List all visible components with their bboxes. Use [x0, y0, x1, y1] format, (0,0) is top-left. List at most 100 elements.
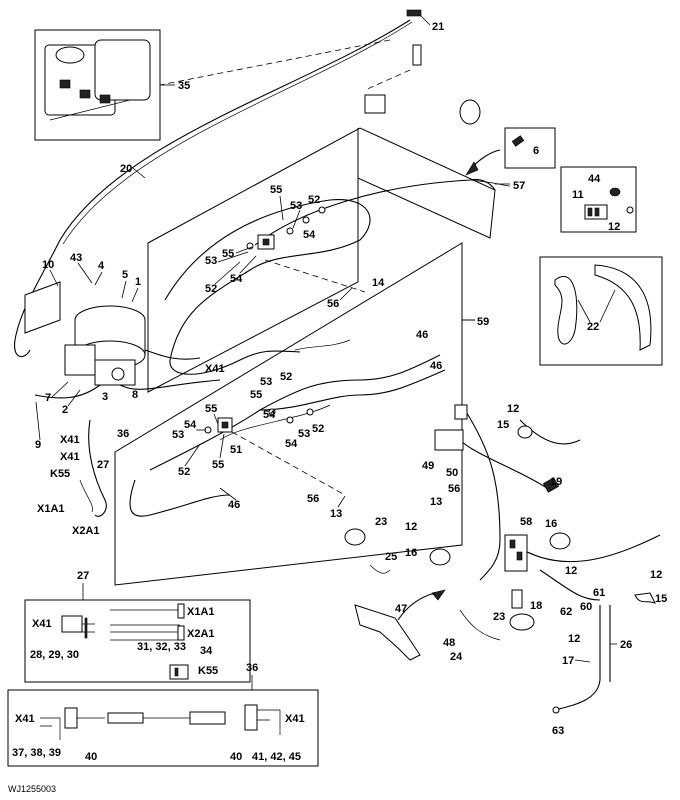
callout-6: 6: [533, 145, 539, 157]
callout-13-right: 13: [430, 496, 442, 508]
detail-36-p40-right: 40: [230, 751, 242, 763]
callout-17: 17: [562, 655, 574, 667]
callout-53-lower-c: 53: [172, 429, 184, 441]
detail-27-parts-left: 28, 29, 30: [30, 649, 79, 661]
callout-62: 62: [560, 606, 572, 618]
callout-12-b: 12: [507, 403, 519, 415]
callout-53-upper-b: 53: [205, 255, 217, 267]
callout-55-lower-c: 55: [212, 459, 224, 471]
detail-36-p40-left: 40: [85, 751, 97, 763]
callout-53-lower-b: 53: [298, 428, 310, 440]
callout-5: 5: [122, 269, 128, 281]
inset-control-unit: [34, 29, 175, 141]
inset-box-44: [560, 166, 637, 233]
callout-26: 26: [620, 639, 632, 651]
callout-58: 58: [520, 516, 532, 528]
callout-21: 21: [432, 21, 444, 33]
callout-9: 9: [35, 439, 41, 451]
callout-20: 20: [120, 163, 132, 175]
callout-54-upper-b: 54: [230, 273, 243, 285]
callout-52-upper-b: 52: [205, 283, 217, 295]
callout-25: 25: [385, 551, 397, 563]
callout-23-a: 23: [375, 516, 387, 528]
callout-4: 4: [98, 260, 105, 272]
callout-13-lower: 13: [330, 508, 342, 520]
callout-K55: K55: [50, 468, 70, 480]
callout-52-lower-a: 52: [280, 371, 292, 383]
callout-43: 43: [70, 252, 82, 264]
callout-54-lower-b: 54: [285, 438, 298, 450]
upper-harness-panel: [147, 127, 496, 393]
detail-27-x41: X41: [32, 618, 52, 630]
callout-18: 18: [530, 600, 542, 612]
detail-27: 27 X41 X1A1 X2A1 28, 29, 30 31, 32, 33 3…: [24, 570, 251, 683]
callout-27: 27: [97, 459, 109, 471]
detail-36: 36 X41 X41 37, 38, 39 40 40 41, 42, 45: [7, 662, 319, 767]
detail-27-number: 27: [77, 570, 89, 582]
callout-11: 11: [572, 189, 584, 201]
inset-box-6: [504, 127, 556, 169]
callout-55-lower-a: 55: [205, 403, 217, 415]
callout-7: 7: [45, 392, 51, 404]
callout-46-c: 46: [228, 499, 240, 511]
callout-12-f: 12: [568, 633, 580, 645]
cable-20: [14, 19, 411, 358]
callout-1: 1: [135, 276, 141, 288]
callout-19: 19: [550, 476, 562, 488]
callout-24: 24: [450, 651, 463, 663]
figure-id: WJ1255003: [8, 784, 56, 794]
callout-55-upper-b: 55: [222, 248, 234, 260]
inset-box-22: [539, 256, 663, 366]
callout-X41-c: X41: [60, 451, 80, 463]
detail-36-parts-right: 41, 42, 45: [252, 751, 301, 763]
callout-X1A1: X1A1: [37, 503, 65, 515]
callout-57: 57: [513, 180, 525, 192]
callout-49: 49: [422, 460, 434, 472]
callout-52-upper-a: 52: [308, 194, 320, 206]
callout-63: 63: [552, 725, 564, 737]
callout-59: 59: [477, 316, 489, 328]
callout-54-lower-c: 54: [184, 419, 197, 431]
callout-35: 35: [178, 80, 190, 92]
callout-46-b: 46: [430, 360, 442, 372]
callout-55-upper-a: 55: [270, 184, 282, 196]
callout-2: 2: [62, 404, 68, 416]
callout-X41-top: X41: [205, 363, 225, 375]
callout-10: 10: [42, 259, 54, 271]
detail-27-p34: 34: [200, 645, 213, 657]
callout-53-upper-a: 53: [290, 200, 302, 212]
callout-56-right: 56: [448, 483, 460, 495]
callout-16-b: 16: [545, 518, 557, 530]
detail-36-number: 36: [246, 662, 258, 674]
callout-12-inset: 12: [608, 221, 620, 233]
callout-15-b: 15: [655, 593, 667, 605]
callout-52-lower-c: 52: [178, 466, 190, 478]
pump-assembly: [24, 281, 221, 399]
detail-27-k55: K55: [198, 665, 218, 677]
callout-47: 47: [395, 603, 407, 615]
detail-36-x41-right: X41: [285, 713, 305, 725]
callout-12-e: 12: [650, 569, 662, 581]
detail-27-parts-mid: 31, 32, 33: [137, 641, 186, 653]
callout-36: 36: [117, 428, 129, 440]
lower-harness-panel: [114, 242, 463, 586]
callout-3: 3: [102, 391, 108, 403]
callout-60: 60: [580, 601, 592, 613]
callout-46-a: 46: [416, 329, 428, 341]
detail-36-parts-left: 37, 38, 39: [12, 747, 61, 759]
callout-23-b: 23: [493, 611, 505, 623]
callout-12-c: 12: [405, 521, 417, 533]
callout-61: 61: [593, 587, 605, 599]
callout-22: 22: [587, 321, 599, 333]
callout-44: 44: [588, 173, 601, 185]
callout-56-upper: 56: [327, 298, 339, 310]
callout-15-a: 15: [497, 419, 509, 431]
detail-36-x41-left: X41: [15, 713, 35, 725]
callout-55-lower-b: 55: [250, 389, 262, 401]
callout-54-lower-a: 54: [263, 409, 276, 421]
callout-12-d: 12: [565, 565, 577, 577]
callout-51: 51: [230, 444, 242, 456]
callout-50: 50: [446, 467, 458, 479]
callout-48: 48: [443, 637, 455, 649]
